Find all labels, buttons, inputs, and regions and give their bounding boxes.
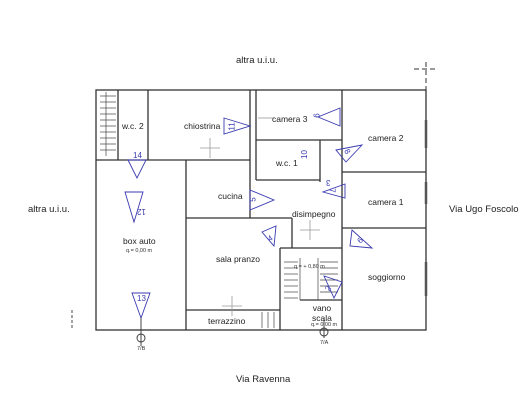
room-camera1: camera 1 [368, 197, 404, 207]
view-arrow-11 [223, 117, 252, 135]
room-chiostrina: chiostrina [184, 121, 221, 131]
room-box-auto: box auto [123, 236, 156, 246]
room-camera2: camera 2 [368, 133, 404, 143]
vano-scala-quota: q.= 0,00 m [311, 322, 338, 328]
stair-quota: q.= + 0,80 m [294, 264, 325, 270]
view-arrow-6 [349, 229, 374, 249]
box-auto-quota: q.= 0,00 m [126, 248, 153, 254]
view-arrow-7 [321, 183, 346, 199]
section-marker-left [136, 333, 146, 343]
view-arrow-14 [127, 159, 147, 180]
view-number-13: 13 [137, 294, 146, 303]
room-wc2: w.c. 2 [122, 121, 144, 131]
room-disimpegno: disimpegno [292, 209, 336, 219]
label-top: altra u.i.u. [236, 55, 278, 66]
label-right: Via Ugo Foscolo [449, 204, 519, 215]
room-camera3: camera 3 [272, 114, 308, 124]
view-arrow-4 [261, 225, 277, 248]
view-number-14: 14 [133, 151, 142, 160]
view-arrow-8 [335, 144, 364, 163]
section-marker-right [319, 327, 329, 337]
view-number-5: 5 [248, 197, 258, 202]
room-terrazzino: terrazzino [208, 316, 246, 326]
view-number-7: 7 [327, 188, 337, 193]
view-arrow-9 [316, 107, 341, 127]
view-arrow-2 [323, 275, 343, 300]
marker-label-right: 7/A [320, 340, 329, 346]
view-arrow-12 [124, 191, 144, 224]
label-bottom: Via Ravenna [236, 374, 291, 385]
room-soggiorno: soggiorno [368, 272, 406, 282]
view-number-12: 12 [137, 207, 146, 216]
view-number-10: 10 [299, 150, 309, 159]
outer-wall [95, 89, 427, 331]
marker-label-left: 7/B [137, 346, 146, 352]
label-left: altra u.i.u. [28, 204, 70, 215]
room-sala-pranzo: sala pranzo [216, 254, 260, 264]
room-vano-scala: vano scala [312, 303, 332, 323]
view-number-3: 3 [326, 178, 331, 187]
room-wc1: w.c. 1 [276, 158, 298, 168]
view-number-9: 9 [311, 113, 321, 118]
room-cucina: cucina [218, 191, 243, 201]
view-arrow-13 [131, 292, 151, 320]
view-number-11: 11 [227, 122, 237, 131]
view-arrow-5 [249, 189, 276, 211]
